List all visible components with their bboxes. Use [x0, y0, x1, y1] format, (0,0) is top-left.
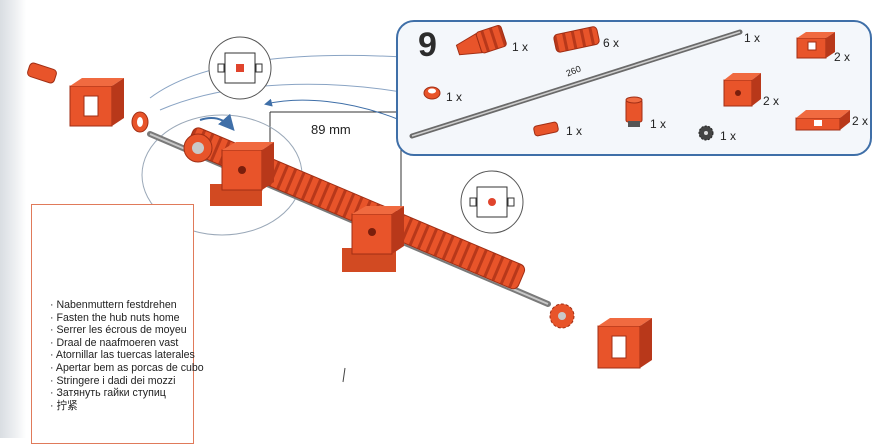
worm-screw-part-icon — [455, 24, 507, 56]
building-block-part-qty: 2 x — [834, 50, 851, 64]
left-gear — [183, 133, 213, 163]
exploded-ring — [131, 111, 149, 133]
step-number: 9 — [418, 26, 437, 64]
small-gear-part-qty: 1 x — [720, 129, 737, 143]
small-gear-part-icon — [698, 125, 714, 141]
instruction-line: Apertar bem as porcas de cubo — [50, 362, 204, 375]
middle-bearing-block — [342, 206, 404, 272]
instruction-line: Stringere i dadi dei mozzi — [50, 375, 204, 388]
exploded-left-block — [69, 78, 124, 127]
instruction-line: Serrer les écrous de moyeu — [50, 324, 204, 337]
cube-block-part-icon — [723, 73, 761, 107]
exploded-red-pin — [27, 62, 57, 84]
worm-screw-part-qty: 1 x — [512, 40, 529, 54]
worm-pair-part-icon — [553, 26, 600, 53]
instruction-line: Fasten the hub nuts home — [50, 312, 204, 325]
pencil-mark — [342, 367, 346, 383]
instruction-line: Затянуть гайки ступиц — [50, 387, 204, 400]
instruction-list: Nabenmuttern festdrehen Fasten the hub n… — [50, 299, 204, 412]
hub-nut-part-icon — [423, 86, 441, 100]
red-pin-part-qty: 1 x — [566, 124, 583, 138]
exploded-right-gear — [549, 303, 575, 329]
instruction-line: 拧紧 — [50, 400, 204, 413]
building-block-part-icon — [796, 32, 835, 59]
red-pin-part-icon — [533, 121, 559, 137]
cube-block-part-qty: 2 x — [763, 94, 780, 108]
metal-axle-part-qty: 1 x — [744, 31, 761, 45]
instruction-line: Nabenmuttern festdrehen — [50, 299, 204, 312]
detail-circle-middle — [460, 170, 524, 234]
metal-axle-part-icon — [409, 29, 743, 139]
instruction-line: Draal de naafmoeren vast — [50, 337, 204, 350]
rotation-arrow-icon — [199, 113, 235, 132]
hub-collet-part-icon — [625, 96, 643, 127]
flat-plate-part-icon — [795, 110, 850, 131]
detail-circle-top — [208, 36, 272, 100]
left-bearing-block — [210, 142, 274, 206]
page-gutter — [0, 0, 26, 438]
exploded-right-block — [597, 318, 652, 369]
hub-nut-part-qty: 1 x — [446, 90, 463, 104]
dimension-label: 89 mm — [311, 122, 351, 137]
worm-pair-part-qty: 6 x — [603, 36, 620, 50]
instruction-line: Atornillar las tuercas laterales — [50, 349, 204, 362]
hub-collet-part-qty: 1 x — [650, 117, 667, 131]
flat-plate-part-qty: 2 x — [852, 114, 869, 128]
